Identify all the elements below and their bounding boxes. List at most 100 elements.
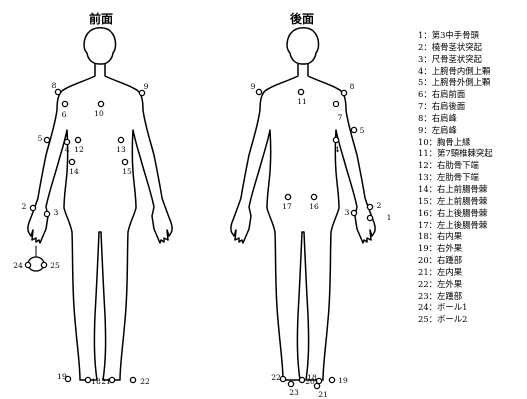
front-marker-9-label: 9 <box>144 82 149 91</box>
back-marker-8-label: 8 <box>350 82 355 91</box>
legend-item: 5：上腕骨外側上顆 <box>418 77 491 88</box>
front-marker-14-label: 14 <box>69 167 79 176</box>
back-torso-arms-legs-outline <box>230 63 376 381</box>
front-marker-24-label: 24 <box>13 261 23 270</box>
legend-item: 16：右上後腸骨棘 <box>418 207 488 218</box>
legend-item: 25：ボール2 <box>418 314 468 325</box>
front-marker-18-dot <box>84 376 92 384</box>
legend-item: 13：左肋骨下端 <box>418 172 479 183</box>
legend-item: 18：右内果 <box>418 231 463 242</box>
back-view-title: 後面 <box>290 12 315 26</box>
front-marker-25-dot <box>40 261 48 269</box>
back-marker-21-label: 21 <box>318 390 328 399</box>
back-marker-4-dot <box>332 136 340 144</box>
legend-item: 3：尺骨茎状突起 <box>418 53 482 64</box>
back-marker-5-dot <box>350 126 358 134</box>
front-marker-24-dot <box>24 261 32 269</box>
back-body-outline <box>230 27 376 381</box>
front-marker-8-dot <box>54 88 62 96</box>
back-marker-1-dot <box>366 214 374 222</box>
legend-item: 21：左内果 <box>418 266 463 277</box>
back-marker-17-label: 17 <box>282 202 292 211</box>
legend-item: 8：右肩峰 <box>418 112 457 123</box>
legend-item: 9：左肩峰 <box>418 124 457 135</box>
back-marker-18-label: 18 <box>307 373 317 382</box>
front-marker-9-dot <box>138 89 146 97</box>
front-marker-22-dot <box>129 376 137 384</box>
front-marker-18-label: 18 <box>91 377 101 386</box>
front-marker-3-dot <box>43 210 51 218</box>
front-marker-8-label: 8 <box>52 81 57 90</box>
back-marker-11-label: 11 <box>297 97 307 106</box>
back-marker-22-dot <box>279 375 287 383</box>
back-marker-11-dot <box>297 88 305 96</box>
front-marker-4-label: 4 <box>65 145 70 154</box>
legend-item: 22：左外果 <box>418 278 463 289</box>
legend-item: 20：右踵部 <box>418 255 463 266</box>
legend-item: 12：右肋骨下端 <box>418 160 479 171</box>
back-marker-8-dot <box>340 89 348 97</box>
back-marker-1-label: 1 <box>387 213 392 222</box>
back-marker-20-dot <box>298 376 306 384</box>
legend-item: 7：右肩後面 <box>418 101 466 112</box>
front-marker-10-dot <box>97 100 105 108</box>
front-marker-6-dot <box>61 100 69 108</box>
legend-item: 23：左踵部 <box>418 290 463 301</box>
back-marker-23-label: 23 <box>289 388 299 397</box>
back-marker-3-dot <box>350 209 358 217</box>
back-marker-16-dot <box>310 193 318 201</box>
front-marker-12-dot <box>74 136 82 144</box>
back-marker-7-dot <box>332 100 340 108</box>
back-marker-4-label: 4 <box>335 145 340 154</box>
legend-item: 11：第7頸椎棘突起 <box>418 148 493 159</box>
legend-item: 17：左上後腸骨棘 <box>418 219 488 230</box>
back-marker-2-label: 2 <box>377 201 382 210</box>
back-marker-23-dot <box>287 380 295 388</box>
front-marker-10-label: 10 <box>94 109 104 118</box>
back-marker-17-dot <box>284 193 292 201</box>
back-marker-9-label: 9 <box>251 82 256 91</box>
back-head-outline <box>286 27 320 65</box>
front-marker-3-label: 3 <box>54 208 59 217</box>
front-marker-6-label: 6 <box>62 110 67 119</box>
legend-item: 24：ボール1 <box>418 302 468 313</box>
front-marker-25-label: 25 <box>50 261 60 270</box>
front-marker-21-dot <box>108 376 116 384</box>
back-marker-2-dot <box>366 203 374 211</box>
front-marker-19-dot <box>64 375 72 383</box>
back-marker-3-label: 3 <box>345 208 350 217</box>
marker-legend: 1：第3中手骨頭 2：橈骨茎状突起 3：尺骨茎状突起 4：上腕骨内側上顆 5：上… <box>418 30 493 326</box>
legend-item: 14：右上前腸骨棘 <box>418 183 488 194</box>
front-marker-13-label: 13 <box>116 145 126 154</box>
legend-item: 1：第3中手骨頭 <box>418 30 479 40</box>
front-marker-13-dot <box>117 136 125 144</box>
front-marker-21-label: 21 <box>101 377 111 386</box>
front-marker-15-label: 15 <box>122 167 132 176</box>
back-marker-21-dot <box>313 382 321 390</box>
legend-item: 15：左上前腸骨棘 <box>418 195 488 206</box>
front-marker-15-dot <box>121 158 129 166</box>
front-marker-19-label: 19 <box>57 372 67 381</box>
front-marker-5-label: 5 <box>38 134 43 143</box>
back-marker-16-label: 16 <box>309 202 319 211</box>
legend-item: 2：橈骨茎状突起 <box>418 41 482 52</box>
front-marker-12-label: 12 <box>74 145 84 154</box>
front-marker-5-dot <box>43 136 51 144</box>
front-marker-2-dot <box>29 204 37 212</box>
legend-item: 6：右肩前面 <box>418 89 466 100</box>
back-marker-5-label: 5 <box>360 126 365 135</box>
back-marker-19-label: 19 <box>338 376 348 385</box>
front-body-outline <box>27 27 173 381</box>
front-marker-4-dot <box>63 138 71 146</box>
back-marker-20-label: 20 <box>305 377 315 386</box>
legend-item: 4：上腕骨内側上顆 <box>418 65 491 76</box>
back-marker-7-label: 7 <box>338 113 343 122</box>
back-marker-9-dot <box>255 88 263 96</box>
front-marker-22-label: 22 <box>140 377 150 386</box>
legend-item: 10：胸骨上縁 <box>418 136 471 147</box>
front-head-outline <box>83 27 117 65</box>
front-torso-arms-legs-outline <box>27 63 173 381</box>
